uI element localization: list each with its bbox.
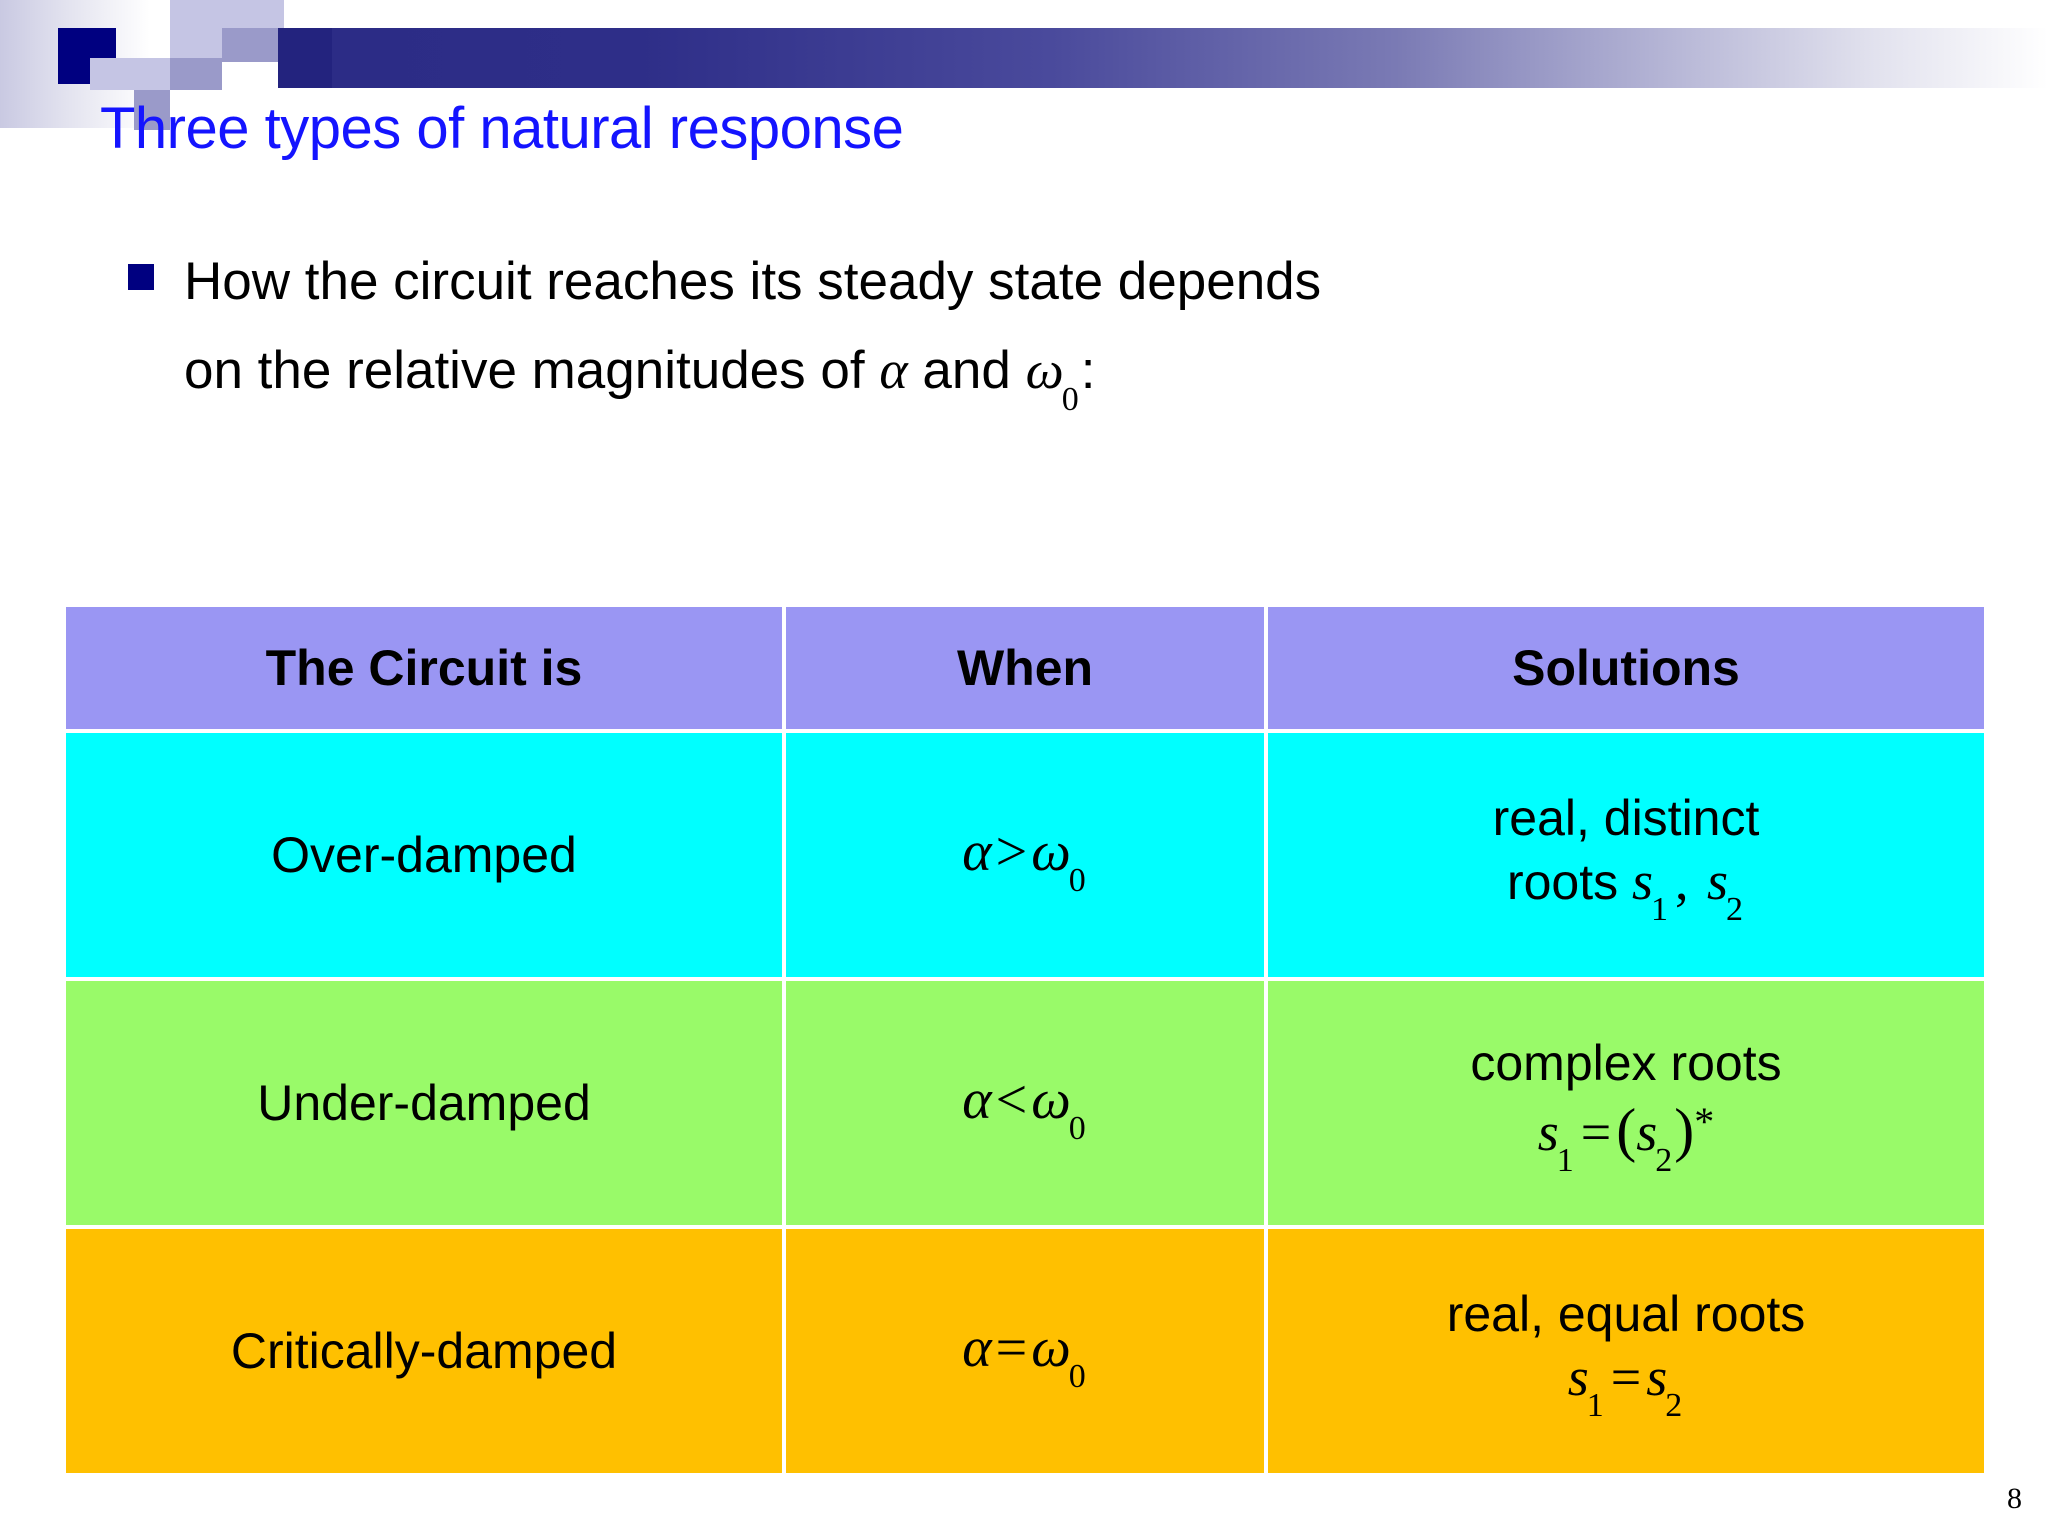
condition-expression: α>ω0 [962,820,1088,899]
alpha-symbol: α [962,1316,992,1379]
slide-header-decoration [0,0,2048,130]
deco-square-mid-3 [222,28,284,62]
root-var-2: s [1707,851,1729,912]
bullet-line-1: How the circuit reaches its steady state… [184,252,1322,311]
list-item: How the circuit reaches its steady state… [128,238,1928,326]
bullet-line-2-post: : [1080,340,1096,400]
omega-subscript: 0 [1068,1109,1086,1147]
cell-solution-critically-damped: real, equal roots s1=s2 [1268,1229,1984,1473]
page-title: Three types of natural response [100,96,904,161]
bullet-text-wrap: How the circuit reaches its steady state… [184,238,1321,326]
page-number: 8 [2007,1482,2022,1515]
solution-math: roots s1, s2 [1506,851,1745,928]
bullet-list: How the circuit reaches its steady state… [128,238,1928,418]
alpha-symbol: α [962,820,992,883]
alpha-symbol: α [962,1068,992,1131]
root-var-1: s [1537,1102,1559,1163]
condition-expression: α<ω0 [962,1068,1088,1147]
deco-square-light-2 [170,0,222,28]
solution-text: real, distinct [1492,790,1760,847]
root-var-2: s [1646,1347,1668,1408]
equals-operator: = [1610,1347,1642,1408]
cell-solution-over-damped: real, distinct roots s1, s2 [1268,733,1984,977]
solution-stack: complex roots s1=(s2)* [1268,1033,1984,1179]
root-sub-2: 2 [1655,1142,1673,1180]
table-header-row: The Circuit is When Solutions [66,607,1984,729]
square-bullet-icon [128,264,154,290]
deco-square-light-5 [90,58,134,90]
close-paren: ) [1674,1097,1695,1164]
cell-circuit-under-damped: Under-damped [66,981,782,1225]
root-sub-2: 2 [1665,1387,1683,1425]
cell-solution-under-damped: complex roots s1=(s2)* [1268,981,1984,1225]
conjugate-star: * [1694,1099,1715,1145]
alpha-symbol: α [879,339,908,400]
solution-text: real, equal roots [1446,1286,1806,1343]
deco-square-light-3 [170,28,222,58]
cell-when-critically-damped: α=ω0 [786,1229,1264,1473]
column-header-when: When [786,607,1264,729]
root-var-2: s [1636,1102,1658,1163]
solution-math: s1=(s2)* [1537,1097,1715,1179]
comparison-operator: < [995,1068,1028,1131]
math-separator: , [1675,851,1703,912]
damping-types-table: The Circuit is When Solutions Over-dampe… [62,603,1988,1477]
solution-stack: real, distinct roots s1, s2 [1268,788,1984,928]
bullet-line-2-mid: and [907,340,1026,400]
solution-stack: real, equal roots s1=s2 [1268,1284,1984,1424]
omega-subscript: 0 [1068,1357,1086,1395]
bullet-line-2-pre: on the relative magnitudes of [184,340,880,400]
deco-gradient-band [330,28,2048,88]
omega-subscript: 0 [1068,861,1086,899]
table-row: Over-damped α>ω0 real, distinct roots s1… [66,733,1984,977]
omega-symbol: ω [1031,820,1071,883]
root-sub-1: 1 [1651,891,1669,929]
cell-circuit-over-damped: Over-damped [66,733,782,977]
equals-operator: = [1580,1102,1612,1163]
cell-when-under-damped: α<ω0 [786,981,1264,1225]
omega-symbol: ω [1025,339,1064,400]
table-row: Critically-damped α=ω0 real, equal roots… [66,1229,1984,1473]
deco-square-dark-1 [278,28,332,88]
root-sub-1: 1 [1586,1387,1604,1425]
condition-expression: α=ω0 [962,1316,1088,1395]
column-header-circuit: The Circuit is [66,607,782,729]
root-var-1: s [1632,851,1654,912]
root-var-1: s [1567,1347,1589,1408]
deco-square-mid-1 [134,90,170,130]
table-row: Under-damped α<ω0 complex roots s1=(s2)* [66,981,1984,1225]
deco-square-mid-2 [170,58,222,90]
comparison-operator: > [995,820,1028,883]
column-header-solutions: Solutions [1268,607,1984,729]
open-paren: ( [1616,1097,1637,1164]
solution-text: complex roots [1470,1035,1782,1092]
cell-when-over-damped: α>ω0 [786,733,1264,977]
bullet-line-2: on the relative magnitudes of α and ω0: [128,326,1928,418]
solution-math: s1=s2 [1567,1347,1685,1424]
cell-circuit-critically-damped: Critically-damped [66,1229,782,1473]
root-sub-1: 1 [1556,1142,1574,1180]
omega-symbol: ω [1031,1068,1071,1131]
comparison-operator: = [995,1316,1028,1379]
math-prefix: roots [1506,854,1633,911]
omega-symbol: ω [1031,1316,1071,1379]
root-sub-2: 2 [1726,891,1744,929]
omega-subscript: 0 [1061,380,1079,418]
